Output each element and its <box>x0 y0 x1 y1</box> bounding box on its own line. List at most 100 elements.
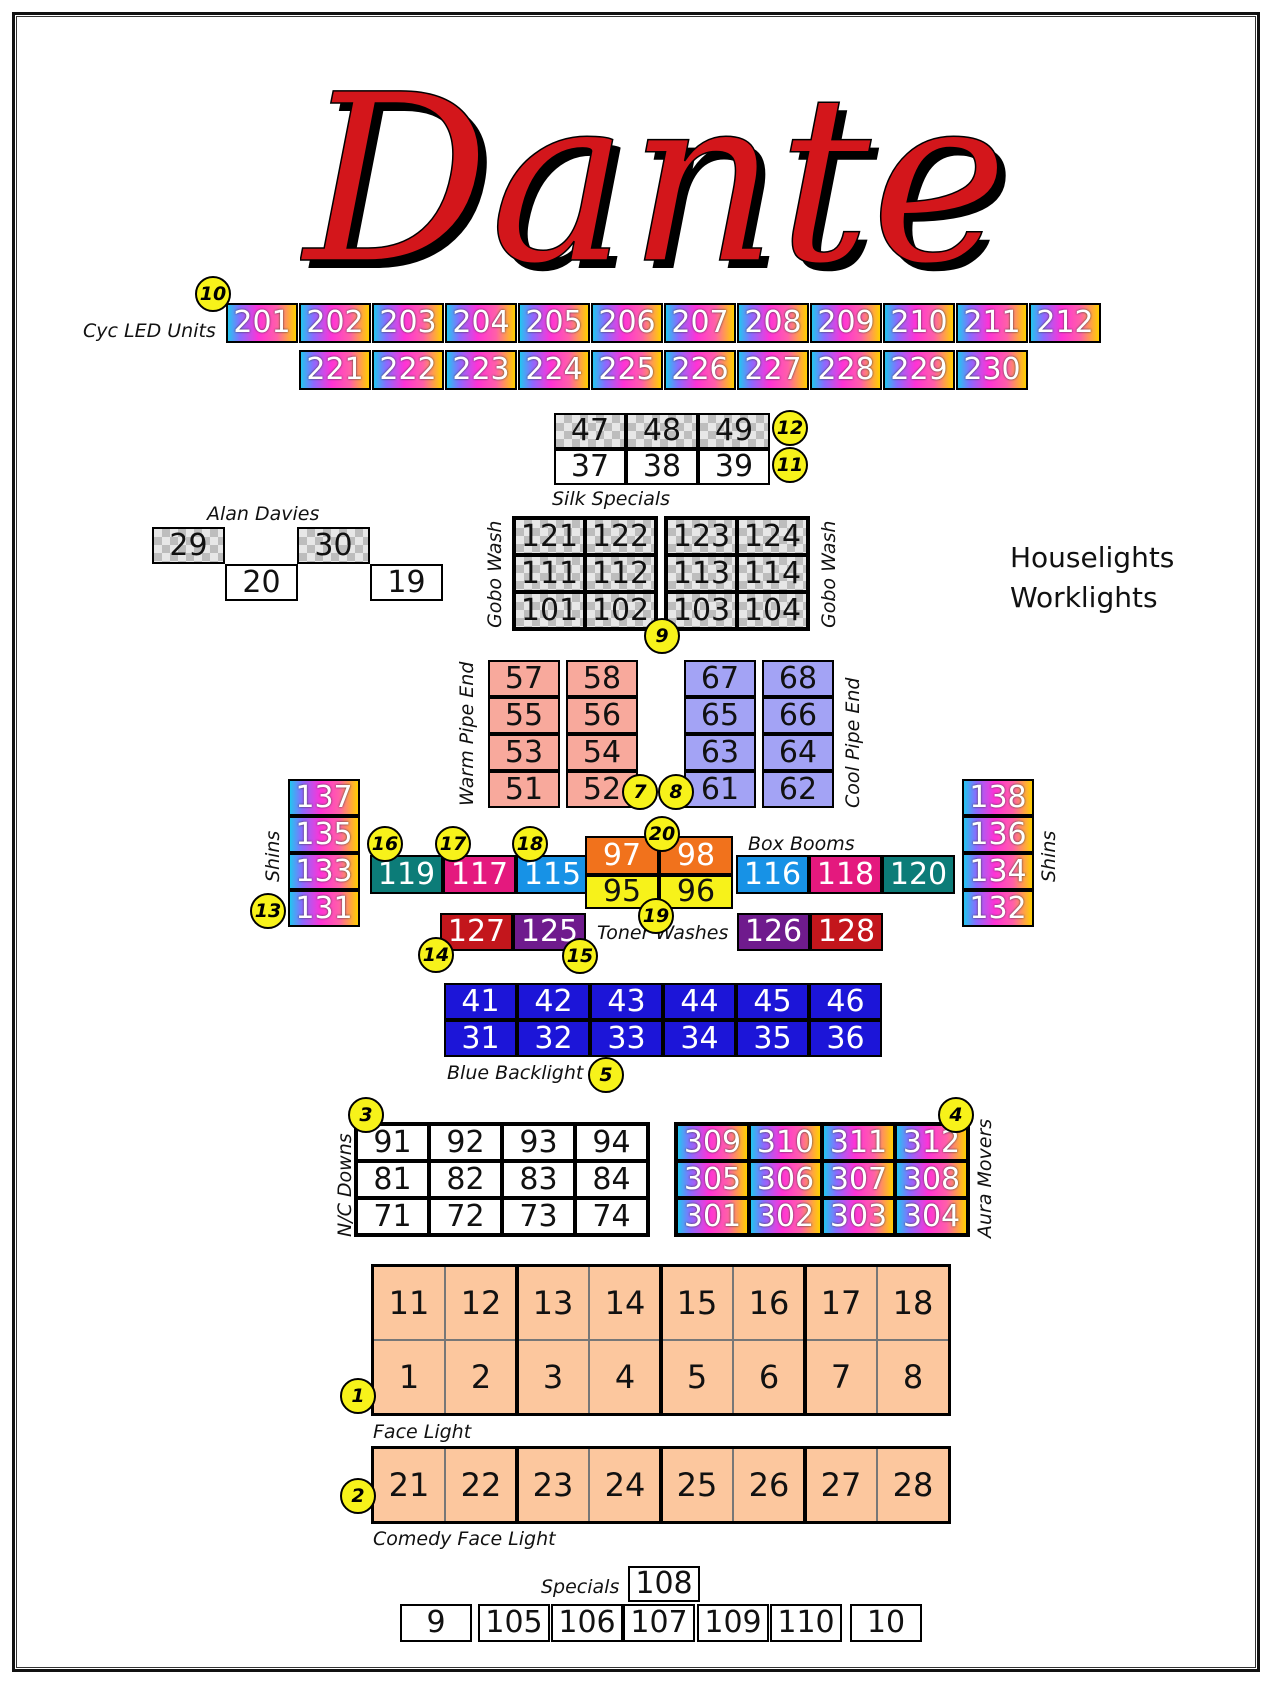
callout-17: 17 <box>435 826 471 862</box>
channel-comedy-4: 25 <box>661 1448 733 1522</box>
channel-toner-right-0: 126 <box>737 913 810 951</box>
channel-cyc-row2-0: 221 <box>299 350 371 390</box>
channel-face-bottom-6: 7 <box>805 1340 877 1414</box>
callout-2: 2 <box>340 1478 376 1514</box>
nc-downs-label: N/C Downs <box>334 1133 356 1237</box>
channel-gobo-left-0: 121 <box>514 518 585 555</box>
channel-shins-left-2: 133 <box>288 853 360 890</box>
channel-blue-top-1: 42 <box>517 983 590 1020</box>
channel-gobo-left-3: 112 <box>585 555 656 592</box>
channel-cyc-row1-4: 205 <box>518 303 590 343</box>
channel-shins-left-0: 137 <box>288 779 360 816</box>
channel-face-bottom-0: 1 <box>373 1340 445 1414</box>
channel-blue-bottom-4: 35 <box>736 1020 809 1057</box>
face-light-label: Face Light <box>373 1421 472 1443</box>
channel-toner-right-1: 128 <box>810 913 883 951</box>
callout-16: 16 <box>367 826 403 862</box>
channel-cyc-row1-6: 207 <box>664 303 736 343</box>
channel-silk-bottom-0: 37 <box>554 449 626 485</box>
channel-cyc-row2-2: 223 <box>445 350 517 390</box>
channel-blue-top-3: 44 <box>663 983 736 1020</box>
channel-shins-left-3: 131 <box>288 890 360 927</box>
channel-blue-bottom-2: 33 <box>590 1020 663 1057</box>
channel-gobo-left-2: 111 <box>514 555 585 592</box>
channel-face-bottom-7: 8 <box>877 1340 949 1414</box>
channel-face-top-4: 15 <box>661 1266 733 1340</box>
channel-specials-top-0: 108 <box>628 1566 700 1602</box>
channel-comedy-1: 22 <box>445 1448 517 1522</box>
channel-gobo-right-5: 104 <box>737 592 808 629</box>
channel-face-top-7: 18 <box>877 1266 949 1340</box>
alan-label: Alan Davies <box>207 503 320 525</box>
channel-face-bottom-5: 6 <box>733 1340 805 1414</box>
channel-cyc-row2-5: 226 <box>664 350 736 390</box>
channel-cool-4: 63 <box>684 734 756 771</box>
channel-face-bottom-4: 5 <box>661 1340 733 1414</box>
channel-specials-bottom-5: 110 <box>770 1604 842 1642</box>
channel-nc-downs-11: 74 <box>575 1198 648 1235</box>
channel-blue-bottom-5: 36 <box>809 1020 882 1057</box>
channel-warm-3: 56 <box>566 697 638 734</box>
houselights-label: Houselights <box>1010 541 1175 574</box>
channel-comedy-6: 27 <box>805 1448 877 1522</box>
toner-label: Toner Washes <box>597 922 729 944</box>
aura-label: Aura Movers <box>974 1118 996 1238</box>
gobo-right-label: Gobo Wash <box>818 520 840 628</box>
channel-aura-4: 305 <box>676 1161 749 1198</box>
callout-9: 9 <box>644 618 680 654</box>
channel-box-booms-right-0: 116 <box>736 855 809 894</box>
channel-cyc-row1-7: 208 <box>737 303 809 343</box>
channel-nc-downs-10: 73 <box>502 1198 575 1235</box>
channel-shins-right-2: 134 <box>962 853 1034 890</box>
channel-cool-2: 65 <box>684 697 756 734</box>
channel-face-bottom-3: 4 <box>589 1340 661 1414</box>
channel-cool-7: 62 <box>762 771 834 808</box>
channel-cool-5: 64 <box>762 734 834 771</box>
channel-gobo-right-1: 124 <box>737 518 808 555</box>
channel-box-booms-right-2: 120 <box>882 855 955 894</box>
show-title-shadow: Dante <box>308 53 1016 300</box>
channel-box-booms-center-bottom-0: 95 <box>585 875 659 909</box>
channel-gobo-right-2: 113 <box>666 555 737 592</box>
channel-alan-2: 20 <box>225 564 298 601</box>
warm-pipe-label: Warm Pipe End <box>456 661 478 806</box>
channel-cyc-row2-9: 230 <box>956 350 1028 390</box>
silk-label: Silk Specials <box>552 488 671 510</box>
channel-box-booms-center-bottom-1: 96 <box>659 875 733 909</box>
channel-aura-10: 303 <box>822 1198 895 1235</box>
callout-7: 7 <box>622 774 658 810</box>
channel-blue-bottom-3: 34 <box>663 1020 736 1057</box>
channel-blue-top-5: 46 <box>809 983 882 1020</box>
channel-alan-1: 30 <box>297 527 370 564</box>
callout-11: 11 <box>772 447 808 483</box>
channel-blue-top-2: 43 <box>590 983 663 1020</box>
channel-face-top-5: 16 <box>733 1266 805 1340</box>
channel-gobo-left-5: 102 <box>585 592 656 629</box>
channel-gobo-right-3: 114 <box>737 555 808 592</box>
channel-face-bottom-1: 2 <box>445 1340 517 1414</box>
channel-silk-top-0: 47 <box>554 413 626 449</box>
shins-right-label: Shins <box>1038 830 1060 882</box>
channel-cyc-row2-1: 222 <box>372 350 444 390</box>
channel-aura-8: 301 <box>676 1198 749 1235</box>
channel-face-top-0: 11 <box>373 1266 445 1340</box>
channel-aura-7: 308 <box>895 1161 968 1198</box>
callout-5: 5 <box>588 1057 624 1093</box>
channel-aura-9: 302 <box>749 1198 822 1235</box>
channel-cyc-row1-8: 209 <box>810 303 882 343</box>
callout-1: 1 <box>340 1378 376 1414</box>
callout-4: 4 <box>938 1097 974 1133</box>
channel-silk-top-1: 48 <box>626 413 698 449</box>
channel-nc-downs-9: 72 <box>429 1198 502 1235</box>
channel-warm-6: 51 <box>488 771 560 808</box>
channel-cyc-row1-11: 212 <box>1029 303 1101 343</box>
channel-shins-right-0: 138 <box>962 779 1034 816</box>
callout-13: 13 <box>250 893 286 929</box>
channel-shins-right-3: 132 <box>962 890 1034 927</box>
channel-nc-downs-3: 94 <box>575 1124 648 1161</box>
channel-aura-11: 304 <box>895 1198 968 1235</box>
channel-warm-1: 58 <box>566 660 638 697</box>
gobo-left-label: Gobo Wash <box>484 520 506 628</box>
callout-15: 15 <box>562 938 598 974</box>
